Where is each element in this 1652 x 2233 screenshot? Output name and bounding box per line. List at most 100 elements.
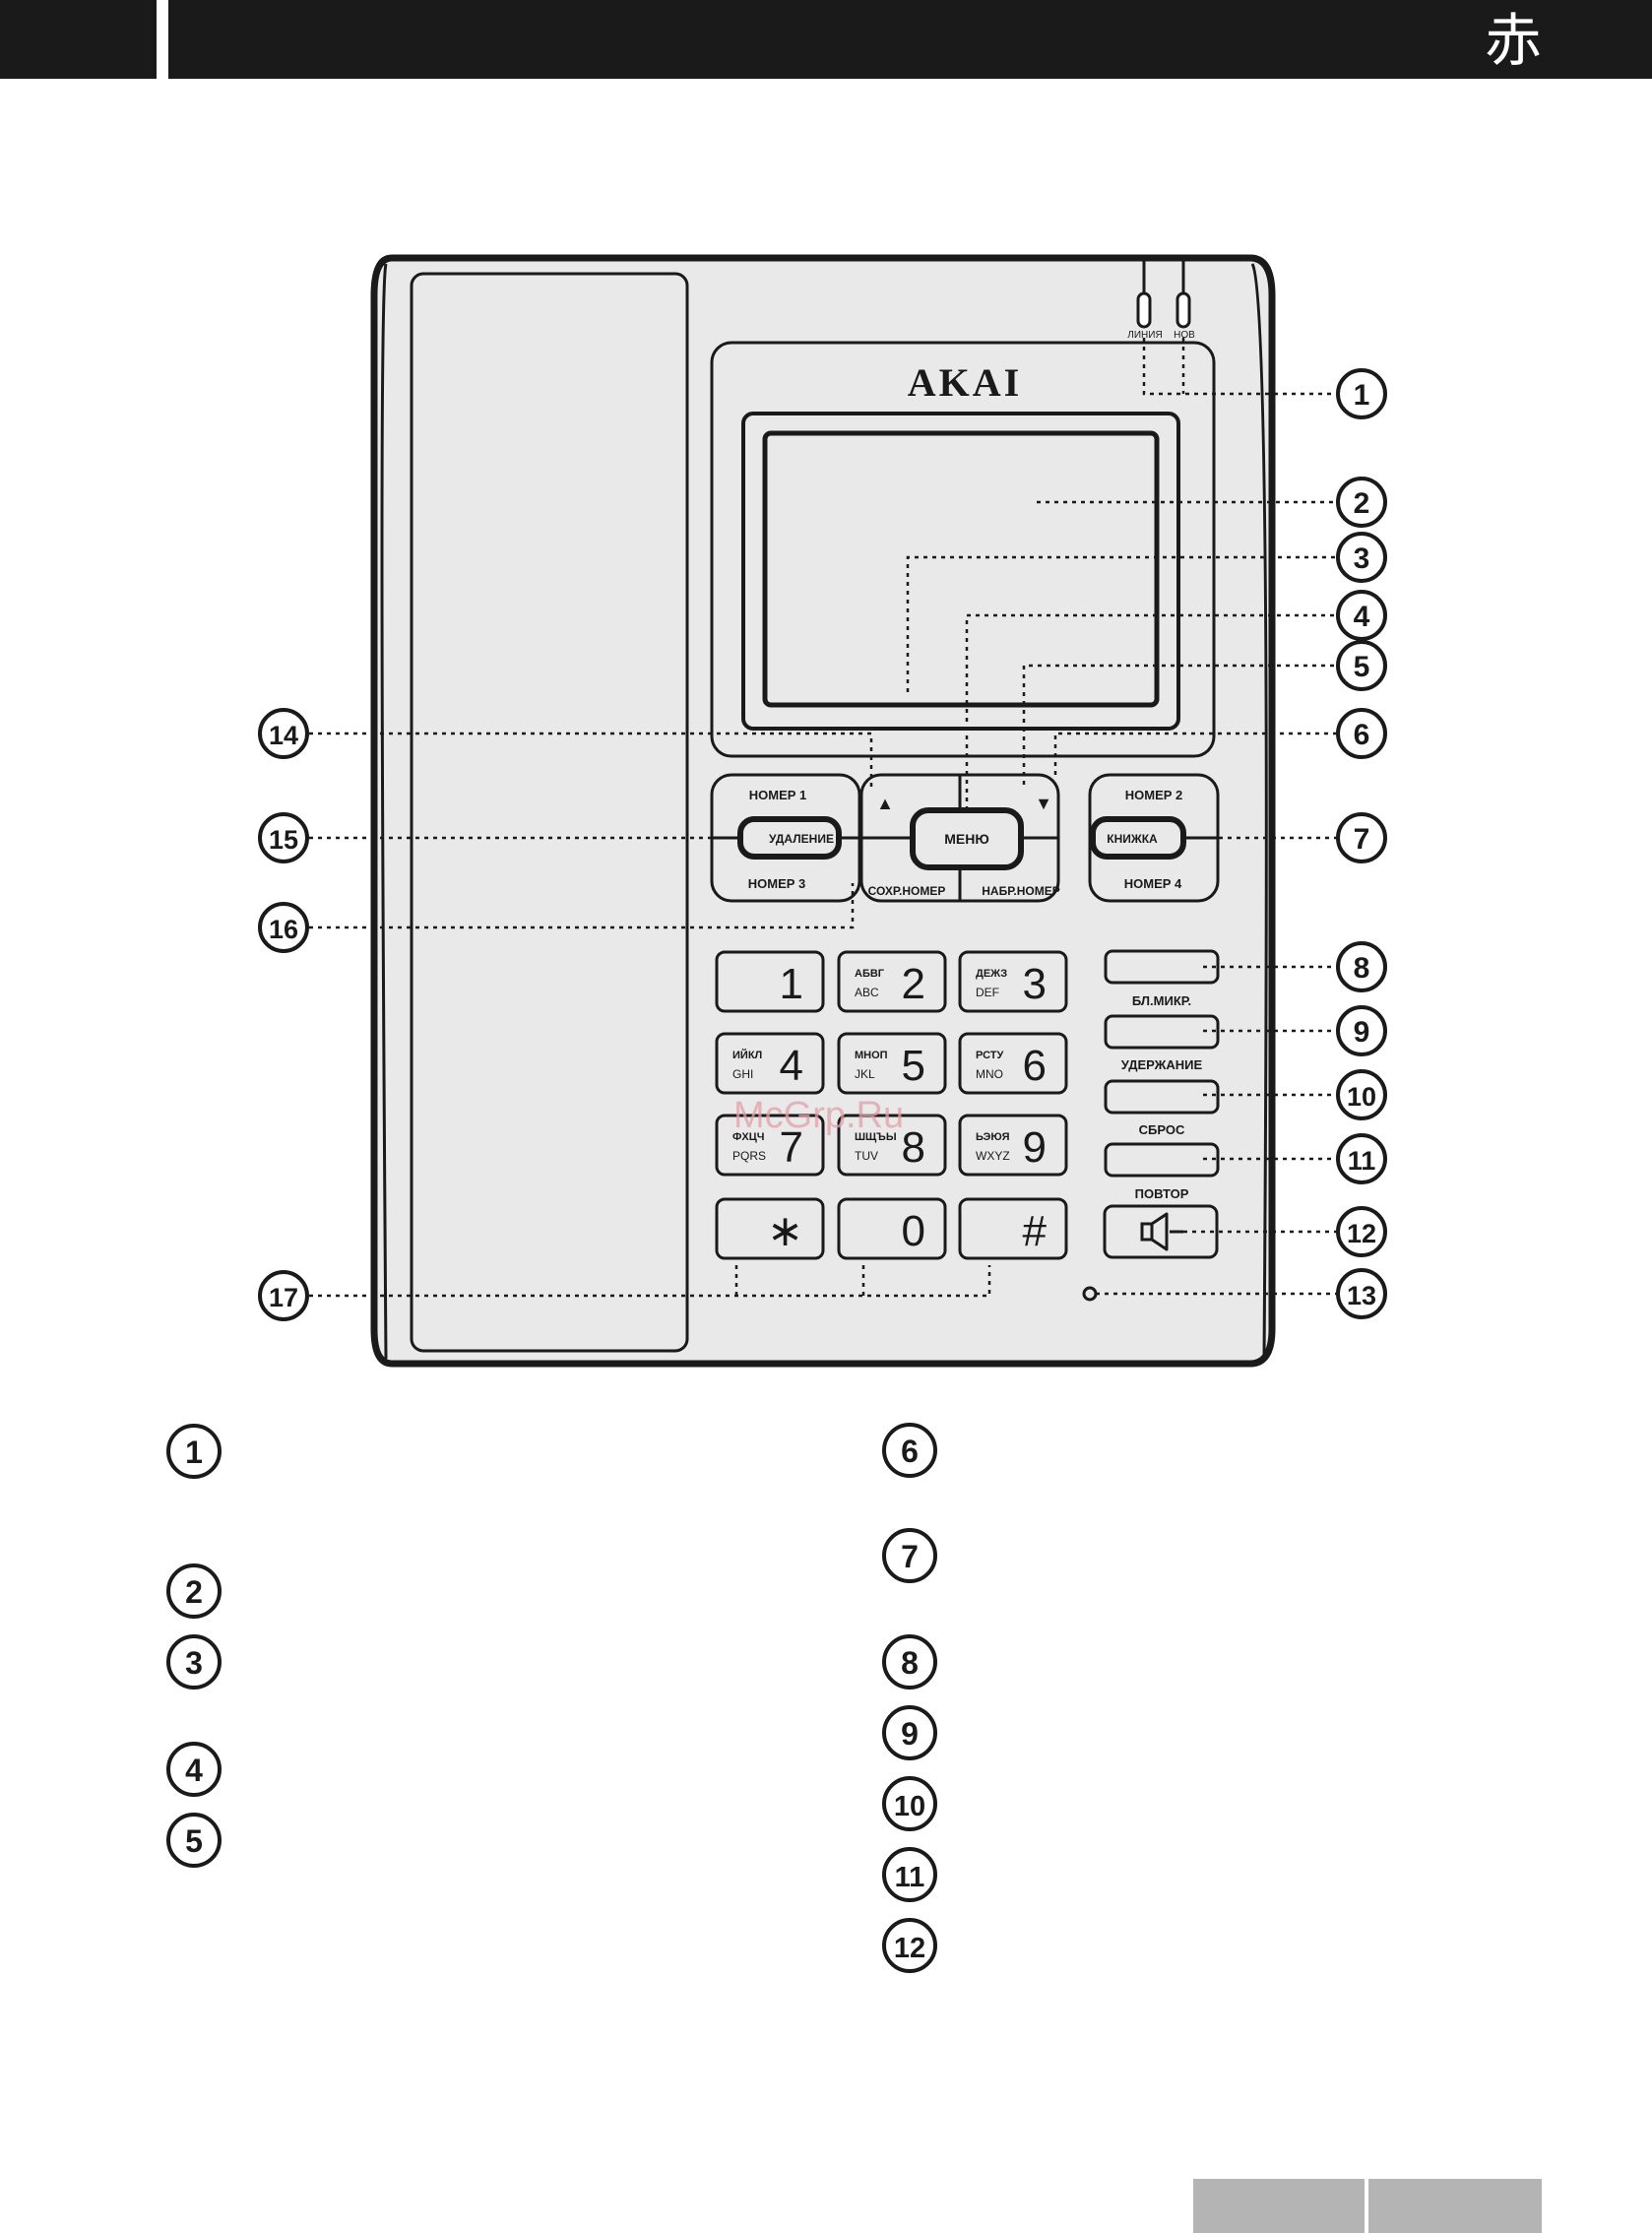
callout-6: 6 — [1336, 708, 1387, 759]
watermark: McGrp.Ru — [733, 1095, 905, 1136]
led-line — [1136, 258, 1152, 329]
legend-number: 11 — [895, 1862, 925, 1893]
legend-item-6: 6 — [880, 1421, 939, 1480]
function-key-2[interactable] — [1104, 1079, 1220, 1115]
legend-number: 9 — [901, 1716, 919, 1752]
key-lat: WXYZ — [976, 1149, 1010, 1163]
number3-key[interactable]: НОМЕР 3 — [748, 876, 806, 891]
key-cyr: ЬЭЮЯ — [976, 1131, 1010, 1143]
key-lat: ABC — [855, 986, 879, 999]
callout-12: 12 — [1336, 1206, 1387, 1257]
key-11[interactable]: # — [958, 1197, 1068, 1260]
key-6[interactable]: 7 ФХЦЧ PQRS — [715, 1114, 825, 1177]
footer-tab-right — [1368, 2179, 1542, 2233]
reset-key-label: СБРОС — [1139, 1122, 1185, 1137]
key-lat: GHI — [732, 1067, 753, 1081]
function-key-3[interactable] — [1104, 1142, 1220, 1178]
key-0[interactable]: 1 — [715, 950, 825, 1013]
key-digit: ∗ — [767, 1207, 803, 1255]
nav-down-button[interactable]: ▼ — [1035, 794, 1052, 813]
number2-key[interactable]: НОМЕР 2 — [1125, 788, 1183, 802]
function-keys — [1104, 949, 1220, 1178]
callout-number: 12 — [1347, 1219, 1376, 1248]
legend-item-8: 8 — [880, 1632, 939, 1691]
key-digit: 4 — [780, 1042, 803, 1090]
callout-number: 9 — [1354, 1016, 1370, 1049]
brand-logo: AKAI — [908, 360, 1022, 405]
legend-number: 2 — [185, 1574, 203, 1610]
delete-key-label: УДАЛЕНИЕ — [769, 832, 834, 846]
callout-1: 1 — [1336, 368, 1387, 419]
callout-number: 13 — [1347, 1281, 1376, 1310]
callout-number: 5 — [1354, 651, 1370, 683]
callout-4: 4 — [1336, 590, 1387, 641]
callout-15: 15 — [258, 812, 309, 863]
callout-number: 3 — [1354, 542, 1370, 575]
led-line-label: ЛИНИЯ — [1127, 330, 1162, 341]
lcd-screen — [762, 430, 1160, 708]
number4-key[interactable]: НОМЕР 4 — [1124, 876, 1182, 891]
callout-number: 7 — [1354, 823, 1370, 856]
led-new — [1175, 258, 1191, 329]
menu-button-label: МЕНЮ — [944, 831, 989, 847]
legend-number: 4 — [185, 1753, 203, 1788]
callout-5: 5 — [1336, 640, 1387, 691]
legend-number: 5 — [185, 1823, 203, 1859]
key-digit: 2 — [902, 960, 925, 1008]
header-bar: 赤 — [168, 0, 1652, 79]
key-cyr: ИЙКЛ — [732, 1049, 762, 1061]
key-lat: PQRS — [732, 1149, 766, 1163]
callout-number: 14 — [269, 721, 298, 750]
callout-8: 8 — [1336, 941, 1387, 992]
dial-number-label[interactable]: НАБР.НОМЕР — [982, 884, 1060, 898]
key-10[interactable]: 0 — [837, 1197, 947, 1260]
key-cyr: РСТУ — [976, 1050, 1003, 1061]
redial-key-label: ПОВТОР — [1135, 1186, 1189, 1201]
key-3[interactable]: 4 ИЙКЛ GHI — [715, 1032, 825, 1095]
callout-number: 2 — [1354, 487, 1370, 520]
key-cyr: ФХЦЧ — [732, 1131, 765, 1143]
legend-number: 6 — [901, 1434, 919, 1469]
key-digit: 7 — [780, 1123, 803, 1172]
footer-tab-left — [1193, 2179, 1365, 2233]
callout-14: 14 — [258, 708, 309, 759]
callout-7: 7 — [1336, 812, 1387, 863]
key-digit: 3 — [1023, 960, 1047, 1008]
function-key-1[interactable] — [1104, 1014, 1220, 1050]
key-digit: 8 — [902, 1123, 925, 1172]
legend-item-11: 11 — [880, 1845, 939, 1904]
led-new-label: НОВ — [1174, 330, 1195, 341]
legend-item-3: 3 — [164, 1632, 223, 1691]
callout-10: 10 — [1336, 1069, 1387, 1120]
speaker-key[interactable] — [1103, 1204, 1219, 1259]
key-lat: JKL — [855, 1067, 875, 1081]
key-cyr: ДЕЖЗ — [976, 968, 1007, 980]
save-number-label[interactable]: СОХР.НОМЕР — [868, 884, 946, 898]
legend-item-2: 2 — [164, 1562, 223, 1621]
leader-lines — [309, 338, 1336, 1298]
number1-key[interactable]: НОМЕР 1 — [749, 788, 807, 802]
book-key-label: КНИЖКА — [1107, 832, 1158, 846]
nav-up-button[interactable]: ▲ — [876, 794, 894, 813]
key-digit: 0 — [902, 1207, 925, 1255]
function-key-0[interactable] — [1104, 949, 1220, 985]
key-digit: # — [1023, 1207, 1048, 1255]
callout-17: 17 — [258, 1270, 309, 1321]
hold-key-label: УДЕРЖАНИЕ — [1121, 1057, 1203, 1072]
callout-11: 11 — [1336, 1133, 1387, 1184]
legend-number: 8 — [901, 1645, 919, 1681]
callout-2: 2 — [1336, 477, 1387, 528]
delete-key[interactable] — [737, 816, 842, 860]
key-9[interactable]: ∗ — [715, 1197, 825, 1260]
callout-number: 6 — [1354, 719, 1370, 751]
callout-number: 16 — [269, 915, 298, 944]
legend-item-9: 9 — [880, 1703, 939, 1762]
